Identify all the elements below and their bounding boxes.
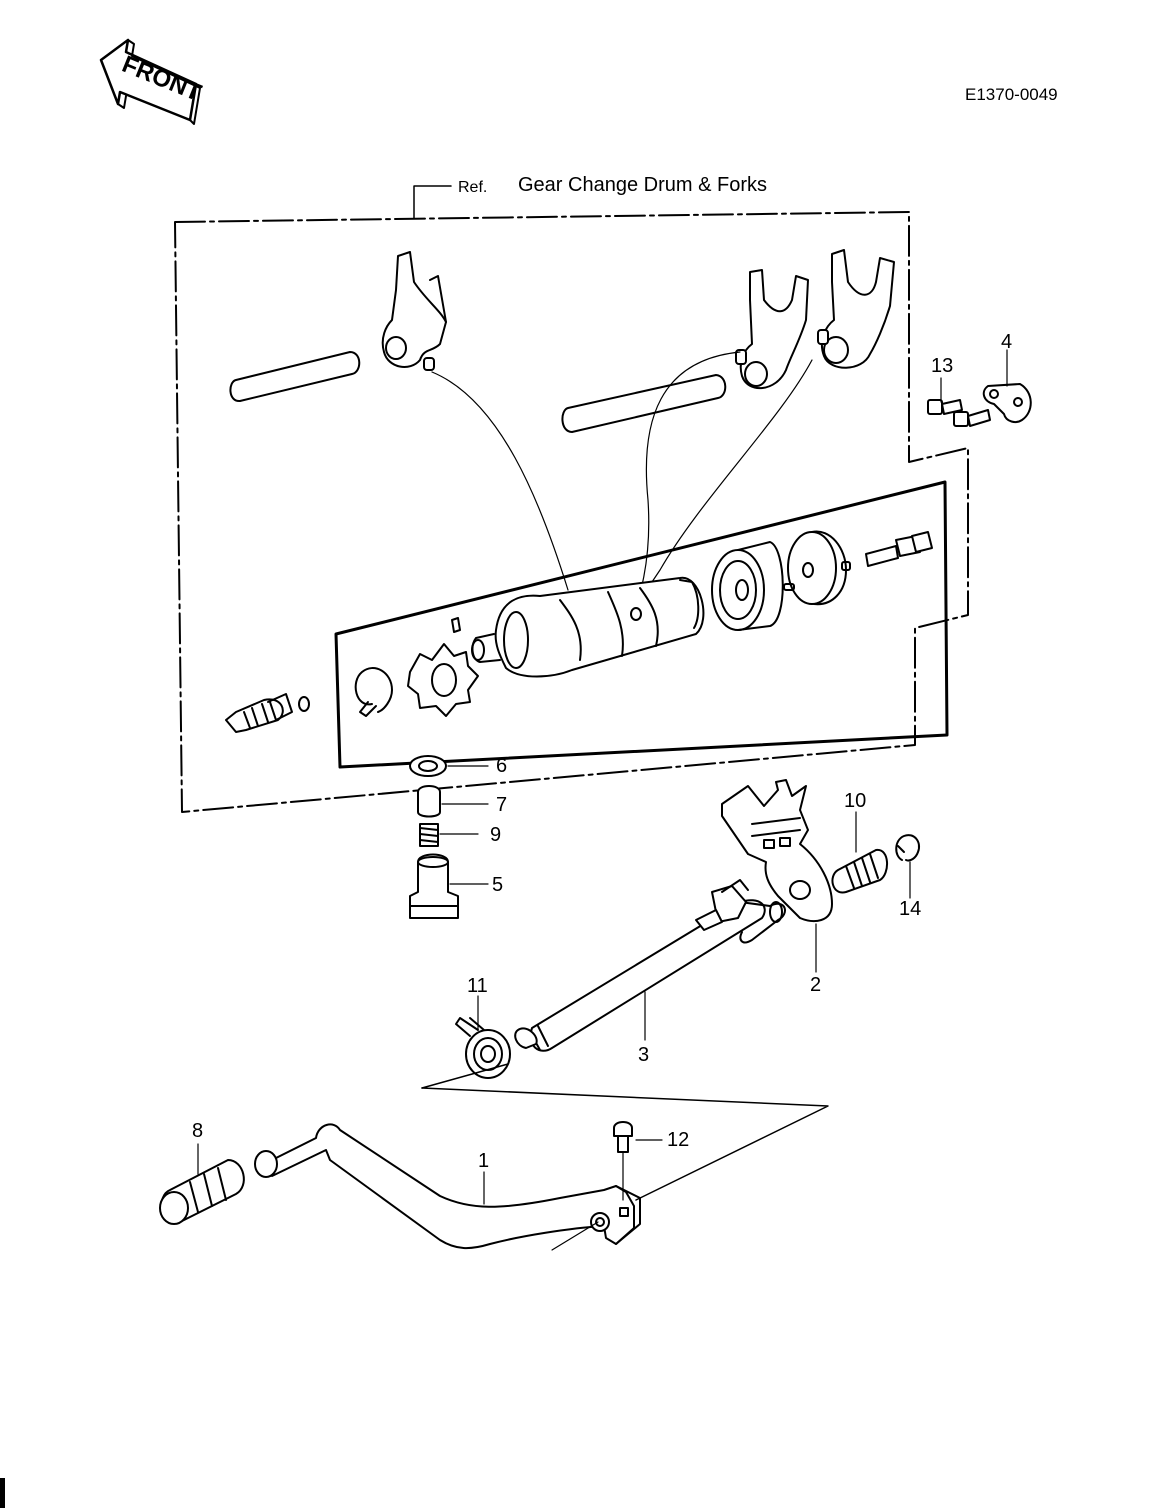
callout-3: 3 xyxy=(638,1044,650,1066)
drum-bearing xyxy=(711,541,784,631)
drum-pin-plate xyxy=(407,617,479,717)
shift-rod-left xyxy=(229,351,361,402)
shift-fork-left xyxy=(381,251,447,371)
drum-panel-outline xyxy=(334,480,949,769)
assembly-leader-spring xyxy=(421,1063,509,1089)
part-5-bolt xyxy=(409,853,459,919)
front-arrow-icon: FRONT xyxy=(99,38,205,125)
part-9-spring xyxy=(419,823,439,847)
part-10-spring xyxy=(831,848,888,894)
callout-6: 6 xyxy=(496,755,508,777)
callout-14: 14 xyxy=(899,898,922,920)
callout-8: 8 xyxy=(192,1120,204,1142)
gear-change-drum xyxy=(471,576,705,678)
part-13-bolts xyxy=(927,399,991,427)
drum-screw xyxy=(865,531,933,567)
diagram-code: E1370-0049 xyxy=(965,85,1058,104)
callout-5: 5 xyxy=(492,874,504,896)
ref-leader-line xyxy=(413,185,452,219)
part-6-washer xyxy=(409,755,447,777)
pedal-bolt-leader xyxy=(551,1221,599,1251)
part-2-shift-arm xyxy=(721,779,833,922)
assembly-leader-upper xyxy=(421,1087,829,1201)
shift-rod-right xyxy=(561,374,727,433)
callout-4: 4 xyxy=(1001,331,1013,353)
shift-fork-center xyxy=(735,269,809,390)
callout-13: 13 xyxy=(931,355,954,377)
part-12-bolt xyxy=(613,1121,633,1201)
callout-1: 1 xyxy=(478,1150,490,1172)
ref-title: Gear Change Drum & Forks xyxy=(518,174,767,196)
part-3-shift-shaft xyxy=(514,879,786,1052)
part-8-pedal-rubber xyxy=(159,1159,245,1225)
part-14-circlip xyxy=(895,834,920,862)
drum-cam-plate xyxy=(783,530,851,606)
part-7-pin xyxy=(417,785,441,818)
callout-11: 11 xyxy=(467,975,488,997)
part-11-return-spring xyxy=(455,1017,511,1079)
callout-7: 7 xyxy=(496,794,508,816)
part-4-plate xyxy=(982,383,1032,423)
callout-10: 10 xyxy=(844,790,867,812)
ref-prefix: Ref. xyxy=(458,179,488,196)
callout-12: 12 xyxy=(667,1129,690,1151)
neutral-switch xyxy=(225,693,310,733)
fork-pin-leader-left xyxy=(431,371,569,591)
callout-2: 2 xyxy=(810,974,822,996)
shift-fork-right xyxy=(817,249,895,369)
drum-circlip xyxy=(354,667,393,717)
part-1-shift-pedal xyxy=(254,1123,641,1250)
page-edge-mark xyxy=(0,1478,5,1508)
callout-9: 9 xyxy=(490,824,502,846)
